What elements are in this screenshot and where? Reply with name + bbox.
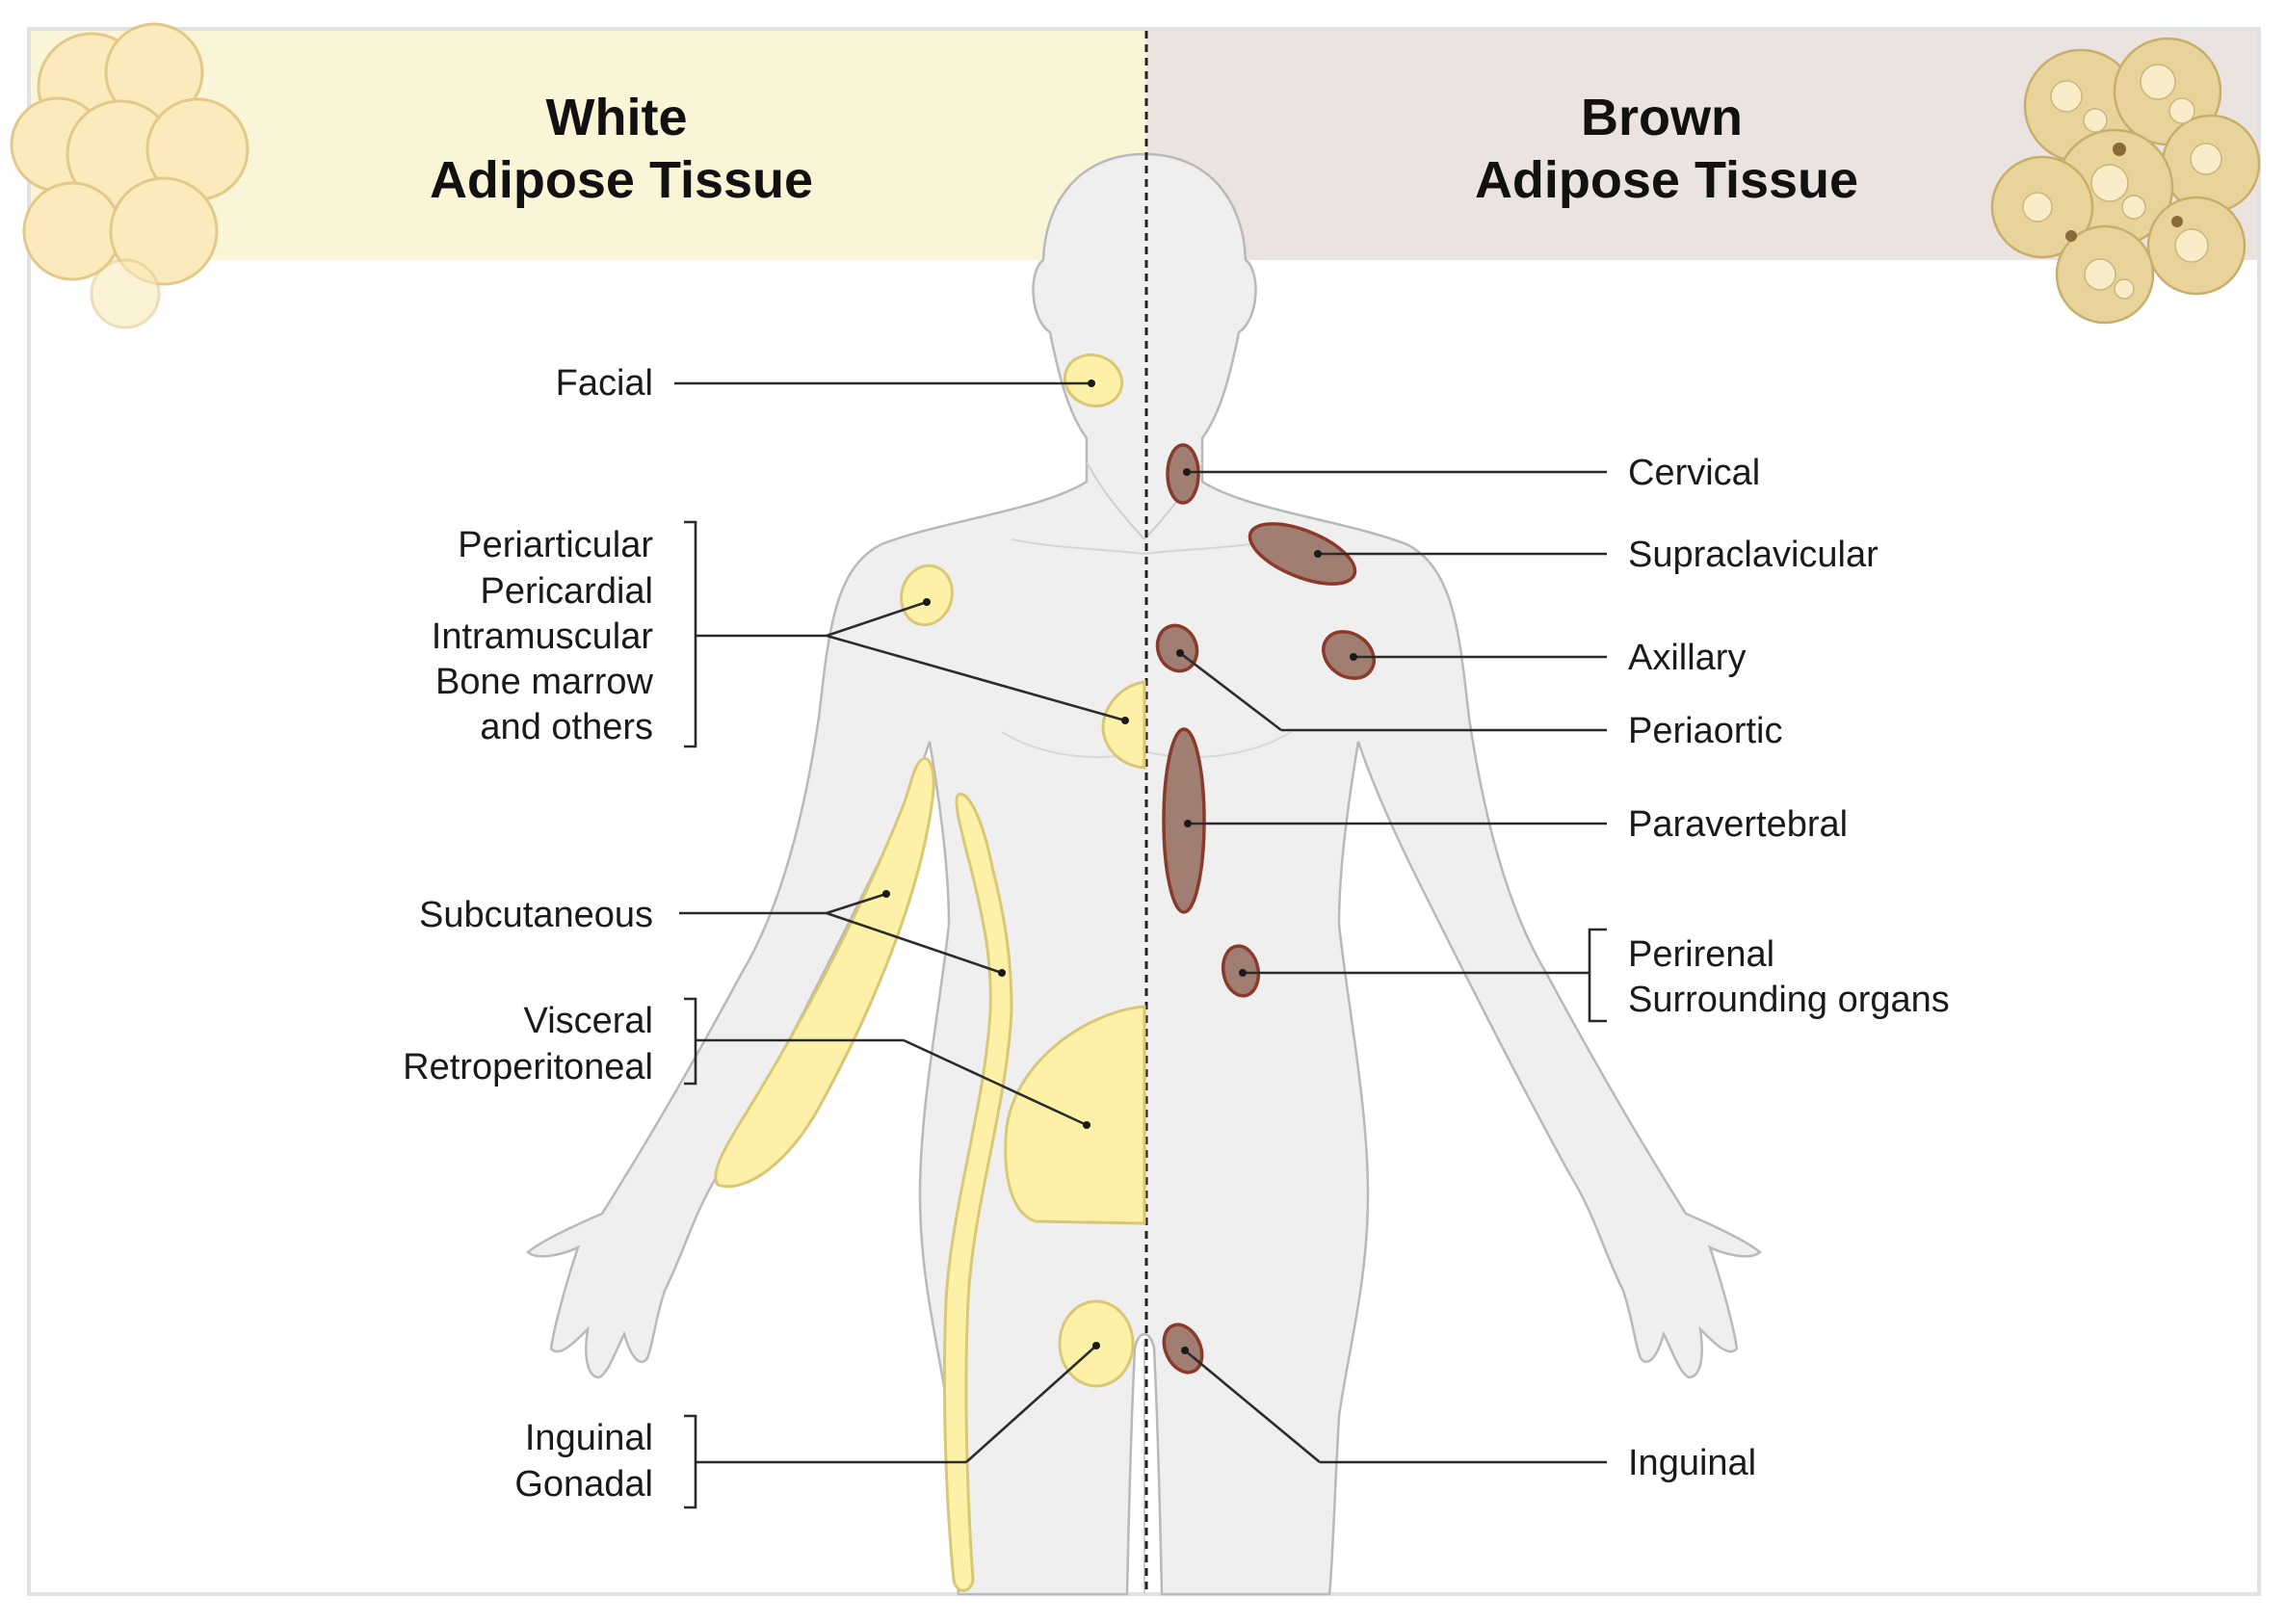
label-periaortic: Periaortic (1628, 711, 1783, 751)
brown-fat-cells-illustration (1990, 37, 2261, 325)
shoulder-fat-depot (900, 563, 954, 627)
white-tissue-title-line2: Adipose Tissue (430, 151, 813, 209)
arm-subcutaneous-fat-depot (714, 757, 935, 1189)
white-fat-depots (714, 354, 1146, 1592)
label-inguinal-white: Inguinal (525, 1418, 653, 1458)
label-inguinal-brown: Inguinal (1628, 1443, 1756, 1483)
white-fat-cells-illustration (10, 22, 250, 329)
brown-leader-lines (1176, 468, 1607, 1464)
torso-subcutaneous-fat-depot (942, 793, 1013, 1592)
paravertebral-brown-fat-depot (1162, 727, 1206, 914)
visceral-fat-depot (1004, 1005, 1146, 1225)
label-bone-marrow: Bone marrow (435, 662, 654, 702)
label-and-others: and others (480, 707, 653, 747)
label-retroperitoneal: Retroperitoneal (403, 1047, 653, 1087)
label-supraclavicular: Supraclavicular (1628, 535, 1879, 575)
brown-tissue-title-line2: Adipose Tissue (1475, 151, 1858, 209)
label-periarticular: Periarticular (458, 525, 653, 565)
brown-tissue-title-line1: Brown (1581, 89, 1743, 146)
label-perirenal: Perirenal (1628, 934, 1774, 975)
cervical-brown-fat-depot (1166, 443, 1200, 505)
label-cervical: Cervical (1628, 453, 1760, 493)
white-leader-lines (674, 380, 1129, 1509)
label-paravertebral: Paravertebral (1628, 804, 1848, 845)
label-subcutaneous: Subcutaneous (419, 895, 653, 935)
supraclavicular-brown-fat-depot (1248, 522, 1357, 586)
label-facial: Facial (556, 363, 653, 404)
label-axillary: Axillary (1628, 638, 1746, 678)
label-visceral: Visceral (524, 1001, 653, 1041)
label-pericardial: Pericardial (480, 571, 653, 612)
label-gonadal: Gonadal (514, 1464, 653, 1505)
white-tissue-title-line1: White (546, 89, 688, 146)
label-intramuscular: Intramuscular (432, 616, 654, 657)
label-surrounding-organs: Surrounding organs (1628, 980, 1950, 1020)
axillary-brown-fat-depot (1322, 630, 1376, 680)
pericardial-fat-depot (1101, 680, 1146, 770)
